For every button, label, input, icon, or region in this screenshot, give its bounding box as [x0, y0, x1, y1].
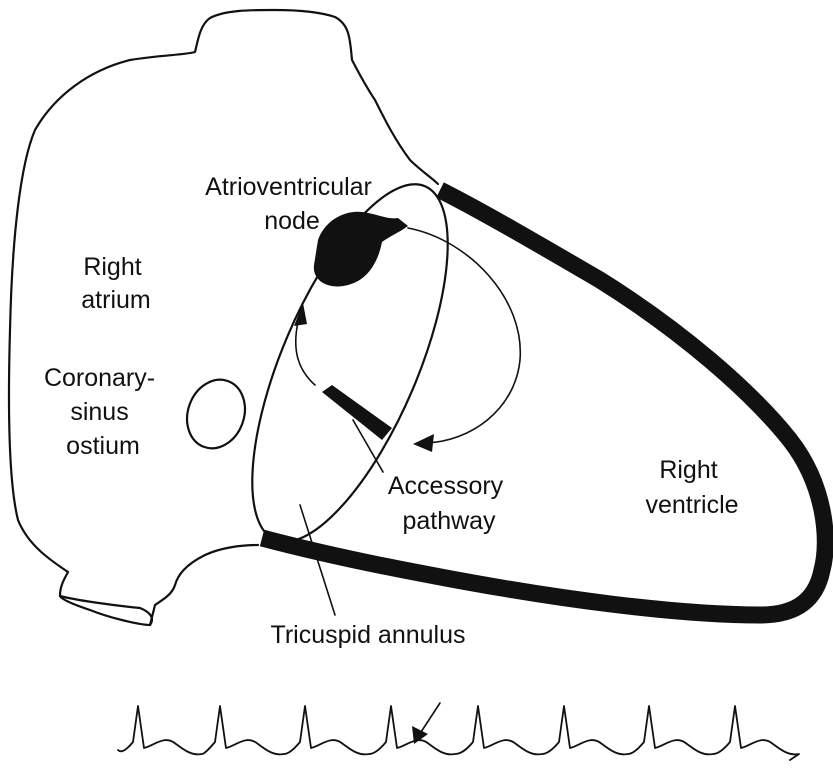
right-atrium-outline	[9, 10, 438, 625]
label-coronary-sinus-line3: ostium	[66, 432, 140, 460]
label-right-atrium-line1: Right	[83, 253, 141, 281]
reentry-arrowhead	[413, 434, 434, 452]
accessory-pathway-bar	[322, 385, 392, 440]
label-right-ventricle-line1: Right	[659, 456, 717, 484]
av-node-shape	[314, 212, 408, 287]
coronary-sinus-ostium	[178, 372, 255, 457]
label-accessory-pathway: Accessory pathway	[388, 472, 510, 535]
atrial-return-arrow	[296, 322, 315, 385]
label-accessory-pathway-line2: pathway	[402, 507, 496, 535]
label-right-atrium-line2: atrium	[81, 286, 150, 314]
label-av-node-line1: Atrioventricular	[205, 173, 372, 201]
label-av-node-line2: node	[264, 207, 320, 235]
ecg-trace	[118, 706, 799, 760]
label-coronary-sinus-line2: sinus	[70, 398, 128, 426]
label-right-atrium: Right atrium	[81, 253, 150, 314]
label-coronary-sinus-line1: Coronary-	[44, 364, 155, 392]
delta-wave-pointer-line	[421, 703, 440, 732]
label-right-ventricle-line2: ventricle	[645, 491, 738, 519]
atrium-lower-opening	[60, 596, 152, 625]
reentry-loop-arrow	[408, 228, 520, 443]
label-right-ventricle: Right ventricle	[645, 456, 738, 519]
label-coronary-sinus: Coronary- sinus ostium	[44, 364, 162, 460]
label-tricuspid-annulus: Tricuspid annulus	[270, 621, 465, 649]
label-accessory-pathway-line1: Accessory	[388, 472, 504, 500]
